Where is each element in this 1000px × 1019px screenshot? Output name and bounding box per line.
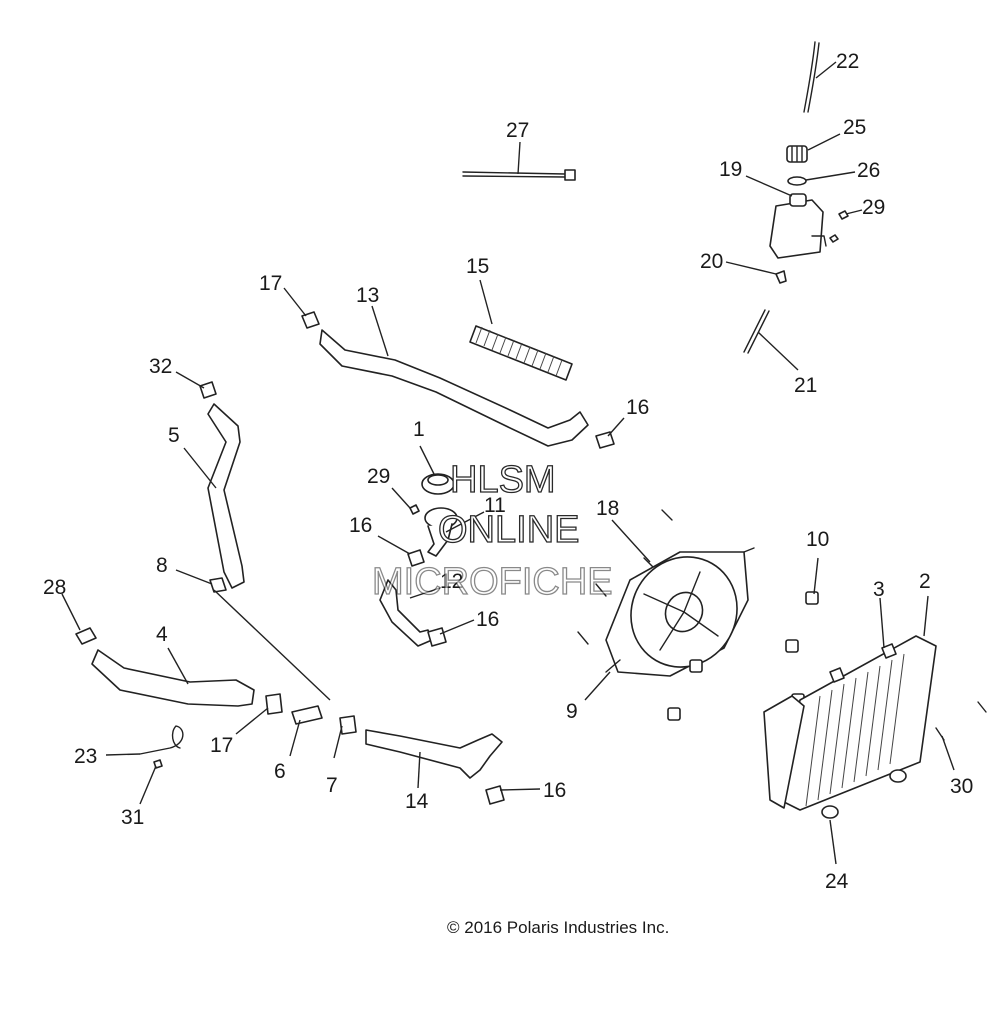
callout-8: 8 (156, 554, 168, 577)
leader-lines (61, 61, 955, 865)
part-24-grommet-b (889, 769, 907, 783)
callout-26: 26 (857, 159, 880, 182)
callout-30: 30 (950, 775, 973, 798)
callout-32: 32 (149, 355, 172, 378)
callout-15: 15 (466, 255, 489, 278)
callout-28: 28 (43, 576, 66, 599)
callout-22: 22 (836, 50, 859, 73)
callout-5: 5 (168, 424, 180, 447)
part-15-corrugated-sleeve (469, 325, 573, 381)
part-29-screw-mid (409, 504, 420, 515)
part-23-hitch-pin (139, 725, 184, 755)
watermark: HLSM ONLINE MICROFICHE (371, 458, 613, 603)
callout-6: 6 (274, 760, 286, 783)
part-25-reservoir-cap (786, 145, 808, 163)
part-14-hose (365, 729, 503, 779)
part-29-screw (838, 210, 849, 220)
part-18-screws (577, 509, 673, 645)
callout-labels: 1 2 3 4 5 6 7 8 9 10 11 12 13 14 15 16 1… (43, 50, 973, 893)
callout-18: 18 (596, 497, 619, 520)
part-drawings (75, 41, 987, 819)
callout-10: 10 (806, 528, 829, 551)
callout-9: 9 (566, 700, 578, 723)
callout-21: 21 (794, 374, 817, 397)
part-16-clamp-c (427, 627, 447, 647)
part-9-fan-assembly (605, 547, 755, 677)
callout-24: 24 (825, 870, 849, 893)
callout-31: 31 (121, 806, 144, 829)
part-5-hose (207, 403, 245, 589)
part-32-clamp (199, 381, 217, 399)
callout-17-lower: 17 (210, 734, 233, 757)
copyright-notice: © 2016 Polaris Industries Inc. (447, 918, 669, 937)
part-3-bracket-b (829, 667, 845, 683)
part-21-hose (743, 309, 770, 354)
part-7-clamp (339, 715, 357, 735)
callout-7: 7 (326, 774, 338, 797)
part-16-clamp-a (595, 431, 615, 449)
callout-3: 3 (873, 578, 885, 601)
callout-2: 2 (919, 570, 931, 593)
callout-14: 14 (405, 790, 429, 813)
callout-11: 11 (484, 494, 506, 517)
part-28-clamp (75, 627, 97, 645)
callout-16-lower-mid: 16 (476, 608, 499, 631)
callout-1: 1 (413, 418, 425, 441)
callout-23: 23 (74, 745, 97, 768)
part-1-thermostat-cap (421, 473, 455, 495)
part-16-clamp-b (407, 549, 425, 567)
callout-12: 12 (440, 570, 463, 593)
callout-19: 19 (719, 158, 742, 181)
callout-16-upper: 16 (626, 396, 649, 419)
part-26-washer (787, 176, 807, 186)
callout-16-mid: 16 (349, 514, 372, 537)
callout-20: 20 (700, 250, 723, 273)
part-13-hose (319, 329, 589, 447)
callout-29-mid: 29 (367, 465, 390, 488)
callout-13: 13 (356, 284, 379, 307)
callout-27: 27 (506, 119, 529, 142)
part-17-clamp-upper (301, 311, 320, 329)
part-20-clamp (775, 270, 787, 284)
callout-4: 4 (156, 623, 168, 646)
part-27-cable-tie (462, 169, 576, 181)
part-8-clamp (209, 577, 227, 593)
part-6-coupler-tube (291, 705, 323, 725)
callout-29-upper: 29 (862, 196, 885, 219)
watermark-line-3: MICROFICHE (372, 561, 613, 603)
watermark-line-2: ONLINE (438, 509, 579, 551)
callout-17-upper: 17 (259, 272, 282, 295)
part-30-screw-b (977, 701, 987, 713)
part-29-screw-upper (829, 234, 839, 243)
part-19-coolant-reservoir (769, 193, 827, 259)
part-3-bracket (881, 643, 897, 659)
part-16-clamp-d (485, 785, 505, 805)
part-2-radiator (763, 635, 937, 811)
part-17-clamp-lower (265, 693, 283, 715)
part-22-overflow-tube (803, 41, 820, 113)
part-24-grommet (821, 805, 839, 819)
callout-25: 25 (843, 116, 866, 139)
callout-16-bottom: 16 (543, 779, 566, 802)
watermark-line-1: HLSM (450, 459, 556, 501)
part-4-hose (91, 649, 255, 707)
